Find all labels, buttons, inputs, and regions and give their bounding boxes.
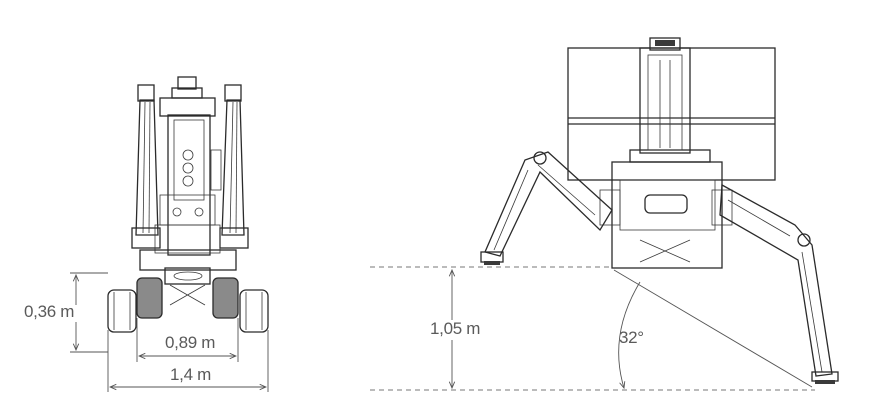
track-height-label: 0,36 m	[24, 302, 75, 321]
side-view-dimensions	[370, 266, 815, 391]
overall-width-label: 1,4 m	[170, 365, 212, 384]
front-view-machine	[107, 76, 269, 333]
ground-clearance-label: 1,05 m	[430, 319, 481, 338]
track-gauge-label: 0,89 m	[165, 333, 216, 352]
side-view-machine	[480, 37, 839, 384]
front-view-dimensions	[70, 272, 269, 392]
outrigger-angle-label: 32°	[619, 328, 644, 347]
